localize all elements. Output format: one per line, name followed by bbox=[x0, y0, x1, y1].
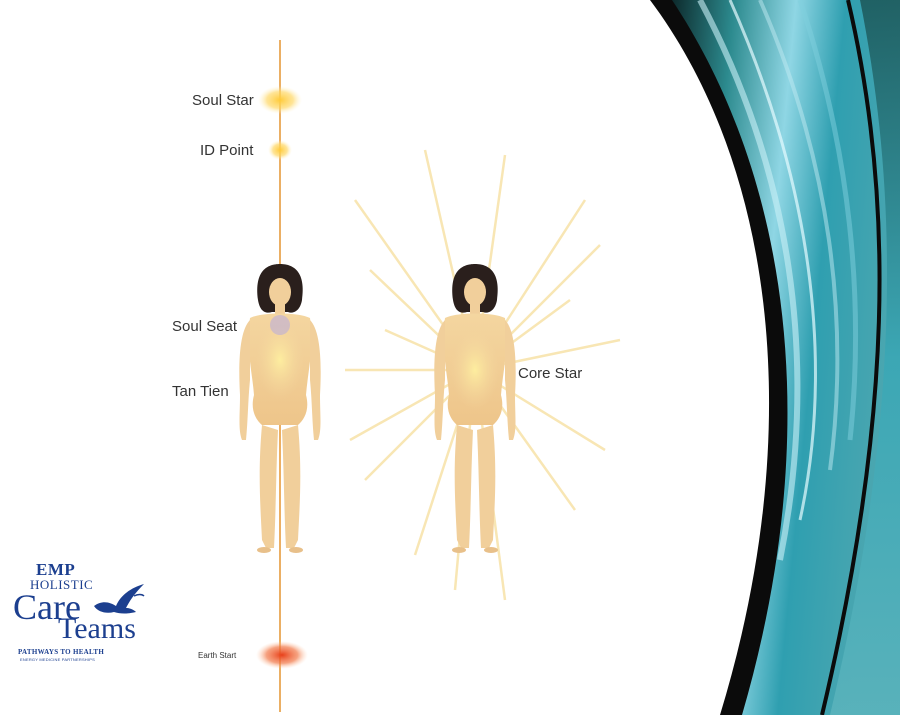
emp-holistic-care-teams-logo: EMP HOLISTIC Care Teams PATHWAYS TO HEAL… bbox=[10, 560, 150, 670]
logo-teams: Teams bbox=[58, 612, 136, 646]
label-earth-star: Earth Start bbox=[198, 651, 236, 660]
label-id-point: ID Point bbox=[200, 142, 253, 159]
logo-tagline: PATHWAYS TO HEALTH bbox=[18, 648, 104, 656]
soul-star-glow bbox=[258, 86, 302, 114]
label-tan-tien: Tan Tien bbox=[172, 383, 229, 400]
logo-subtagline: ENERGY MEDICINE PARTNERSHIPS bbox=[20, 657, 95, 662]
id-point-glow bbox=[268, 140, 292, 160]
label-soul-star: Soul Star bbox=[192, 92, 254, 109]
label-core-star: Core Star bbox=[518, 365, 582, 382]
label-soul-seat: Soul Seat bbox=[172, 318, 237, 335]
earth-star-glow bbox=[256, 641, 308, 669]
